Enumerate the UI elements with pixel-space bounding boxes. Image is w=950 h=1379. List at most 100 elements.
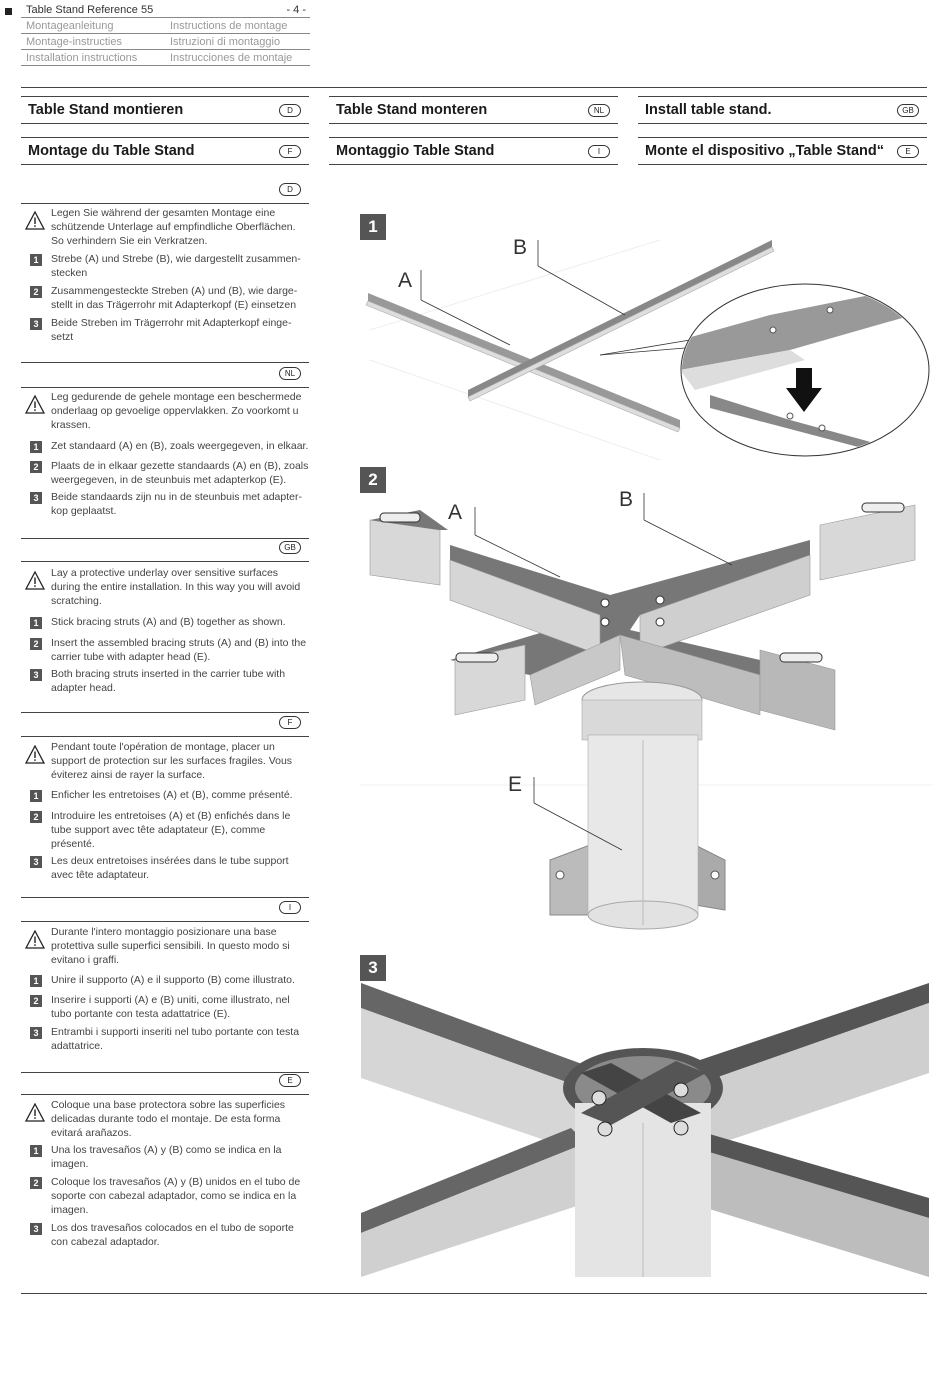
header-cell: Montageanleitung (26, 20, 114, 32)
step-text: Unire il supporto (A) e il supporto (B) … (51, 974, 295, 986)
instruction-section-it: I Durante l'intero montaggio posizionare… (21, 901, 309, 1073)
label-b: B (619, 488, 633, 511)
warning-text: Coloque una base protectora sobre las su… (51, 1099, 286, 1139)
step-text: Entrambi i supporti inseriti nel tubo po… (51, 1026, 300, 1052)
warning-note: Coloque una base protectora sobre las su… (21, 1098, 309, 1140)
title-text: Table Stand montieren (28, 102, 184, 118)
instruction-section-nl: NL Leg gedurende de gehele montage een b… (21, 367, 309, 539)
figure-3-detail-diagram (361, 983, 929, 1277)
step-number: 2 (30, 286, 42, 298)
step-text: Insert the assembled bracing struts (A) … (51, 637, 307, 663)
step-text: Beide standaards zijn nu in de steunbuis… (51, 491, 302, 517)
header-row: Montage-instructies Istruzioni di montag… (21, 34, 310, 50)
carrier-tube (549, 681, 726, 930)
title-text: Install table stand. (645, 102, 772, 118)
footer-divider (21, 1293, 927, 1294)
language-badge: I (279, 901, 301, 914)
step-text: Coloque los travesaños (A) y (B) unidos … (51, 1176, 301, 1216)
title-text: Montage du Table Stand (28, 143, 195, 159)
language-badge: GB (897, 104, 919, 117)
header-cell: Installation instructions (26, 52, 138, 64)
step-number: 2 (30, 461, 42, 473)
warning-icon (25, 571, 45, 590)
language-badge: NL (279, 367, 301, 380)
step-text: Una los travesaños (A) y (B) como se ind… (51, 1144, 282, 1170)
language-badge: D (279, 183, 301, 196)
header-cell: Montage-instructies (26, 36, 122, 48)
warning-note: Pendant toute l'opération de montage, pl… (21, 740, 309, 782)
step-item: 3 Entrambi i supporti inseriti nel tubo … (21, 1025, 309, 1053)
header-bullet (5, 8, 12, 15)
step-number: 2 (30, 1177, 42, 1189)
step-text: Los dos travesaños colocados en el tubo … (51, 1222, 294, 1248)
step-item: 3 Beide standaards zijn nu in de steunbu… (21, 490, 309, 518)
warning-note: Legen Sie während der gesamten Montage e… (21, 206, 309, 248)
step-number: 1 (30, 1145, 42, 1157)
label-b: B (513, 236, 527, 259)
warning-icon (25, 211, 45, 230)
step-item: 2 Zusammengesteckte Streben (A) und (B),… (21, 284, 309, 312)
divider (21, 921, 309, 922)
label-a: A (448, 501, 462, 524)
step-text: Zet standaard (A) en (B), zoals weergege… (51, 440, 309, 452)
warning-note: Durante l'intero montaggio posizionare u… (21, 925, 309, 967)
divider (21, 736, 309, 737)
step-item: 2 Inserire i supporti (A) e (B) uniti, c… (21, 993, 309, 1021)
step-number: 3 (30, 669, 42, 681)
warning-text: Leg gedurende de gehele montage een besc… (51, 391, 302, 431)
header-title-row: Table Stand Reference 55 - 4 - (21, 2, 310, 18)
warning-note: Lay a protective underlay over sensitive… (21, 566, 309, 608)
step-text: Les deux entretoises insérées dans le tu… (51, 855, 289, 881)
step-item: 1 Zet standaard (A) en (B), zoals weerge… (21, 439, 309, 453)
step-number: 3 (30, 1223, 42, 1235)
divider (21, 712, 309, 713)
step-number: 1 (30, 254, 42, 266)
divider (21, 897, 309, 898)
divider (21, 561, 309, 562)
step-number: 1 (30, 441, 42, 453)
language-badge: E (279, 1074, 301, 1087)
step-number: 3 (30, 1027, 42, 1039)
figure-1-number: 1 (360, 214, 386, 240)
step-number: 3 (30, 318, 42, 330)
step-number: 2 (30, 638, 42, 650)
header-cell: Instrucciones de montaje (170, 52, 293, 64)
arrow-down-icon (786, 368, 822, 412)
divider (21, 87, 927, 88)
title-text: Table Stand monteren (336, 102, 488, 118)
title-gb: Install table stand. GB (638, 96, 927, 124)
step-item: 3 Beide Streben im Trägerrohr mit Adapte… (21, 316, 309, 344)
title-nl: Table Stand monteren NL (329, 96, 618, 124)
step-number: 3 (30, 492, 42, 504)
divider (21, 1072, 309, 1073)
detail-callout (680, 283, 930, 457)
header-cell: Instructions de montage (170, 20, 288, 32)
title-es: Monte el dispositivo „Table Stand“ E (638, 137, 927, 165)
language-badge: D (279, 104, 301, 117)
label-e: E (508, 773, 522, 796)
step-number: 1 (30, 617, 42, 629)
step-item: 3 Both bracing struts inserted in the ca… (21, 667, 309, 695)
instruction-section-fr: F Pendant toute l'opération de montage, … (21, 716, 309, 898)
figure-2-assembly-diagram: A B E (360, 488, 932, 930)
language-badge: I (588, 145, 610, 158)
step-text: Zusammengesteckte Streben (A) und (B), w… (51, 285, 298, 311)
step-number: 1 (30, 975, 42, 987)
language-badge: NL (588, 104, 610, 117)
warning-text: Durante l'intero montaggio posizionare u… (51, 926, 290, 966)
step-text: Beide Streben im Trägerrohr mit Adapterk… (51, 317, 292, 343)
title-fr: Montage du Table Stand F (21, 137, 309, 165)
page-number: - 4 - (286, 4, 306, 16)
step-number: 3 (30, 856, 42, 868)
step-number: 2 (30, 811, 42, 823)
step-number: 2 (30, 995, 42, 1007)
instruction-section-de: D Legen Sie während der gesamten Montage… (21, 183, 309, 363)
divider (21, 538, 309, 539)
language-badge: F (279, 716, 301, 729)
language-badge: E (897, 145, 919, 158)
warning-icon (25, 930, 45, 949)
warning-icon (25, 745, 45, 764)
title-it: Montaggio Table Stand I (329, 137, 618, 165)
step-item: 2 Plaats de in elkaar gezette standaards… (21, 459, 309, 487)
step-item: 2 Insert the assembled bracing struts (A… (21, 636, 309, 664)
